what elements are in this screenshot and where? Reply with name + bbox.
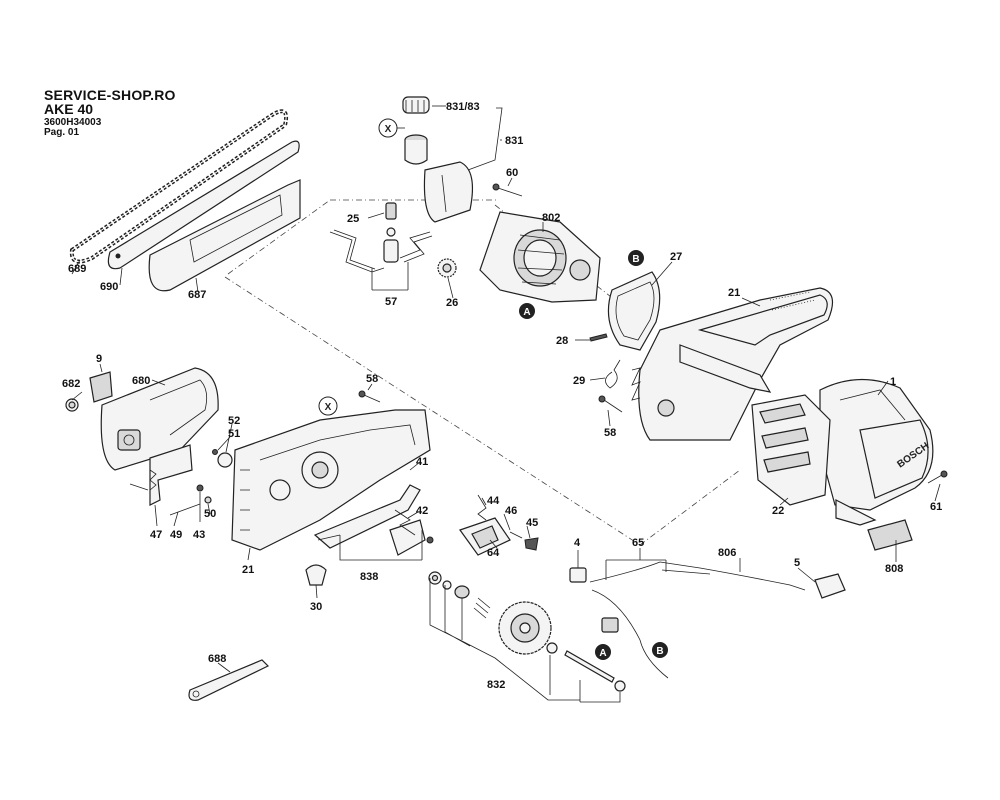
electrical-parts xyxy=(569,561,846,679)
label-21-top: 21 xyxy=(728,287,740,299)
label-57: 57 xyxy=(385,296,397,308)
shop-name: SERVICE-SHOP.RO xyxy=(44,87,176,103)
label-682: 682 xyxy=(62,378,80,390)
leader-lines xyxy=(71,105,941,703)
label-28: 28 xyxy=(556,335,568,347)
label-58-right: 58 xyxy=(604,427,616,439)
label-29: 29 xyxy=(573,375,585,387)
label-65: 65 xyxy=(632,537,644,549)
housing-left-half xyxy=(231,409,431,551)
label-5: 5 xyxy=(794,557,800,569)
label-64: 64 xyxy=(487,547,500,559)
sprocket-cover xyxy=(100,367,219,471)
marker-x-1: X xyxy=(385,124,392,135)
screw-61 xyxy=(927,470,948,484)
label-49: 49 xyxy=(170,529,182,541)
screw-58-right xyxy=(598,395,623,413)
label-22: 22 xyxy=(772,505,784,517)
oil-tank-assembly xyxy=(402,96,473,223)
label-50: 50 xyxy=(204,508,216,520)
marker-a-2: A xyxy=(599,648,606,659)
part-labels: 831/83 831 60 802 25 57 26 27 21 28 29 5… xyxy=(62,101,942,691)
marker-b-2: B xyxy=(656,646,663,657)
label-687: 687 xyxy=(188,289,206,301)
label-21-bottom: 21 xyxy=(242,564,254,576)
label-51: 51 xyxy=(228,428,240,440)
part-9 xyxy=(89,371,113,403)
saw-chain xyxy=(69,109,289,264)
small-gear xyxy=(437,258,457,278)
label-27: 27 xyxy=(670,251,682,263)
page-number: Pag. 01 xyxy=(44,127,80,138)
part-code: 3600H34003 xyxy=(44,117,102,128)
label-690: 690 xyxy=(100,281,118,293)
motor xyxy=(479,211,601,303)
label-832: 832 xyxy=(487,679,505,691)
oil-pump-assembly xyxy=(329,202,433,273)
tensioner-parts xyxy=(129,444,233,516)
label-30: 30 xyxy=(310,601,322,613)
label-831: 831 xyxy=(505,135,523,147)
label-9: 9 xyxy=(96,353,102,365)
clip-30 xyxy=(305,564,327,586)
label-808: 808 xyxy=(885,563,903,575)
label-831-83: 831/83 xyxy=(446,101,480,113)
side-cover xyxy=(751,394,831,506)
label-25: 25 xyxy=(347,213,359,225)
nut-682 xyxy=(65,398,79,412)
label-61: 61 xyxy=(930,501,942,513)
label-689: 689 xyxy=(68,263,86,275)
motor-cover: BOSCH xyxy=(819,378,934,526)
label-41: 41 xyxy=(416,456,428,468)
label-47: 47 xyxy=(150,529,162,541)
bar-cover xyxy=(148,179,301,292)
screw-58-left xyxy=(358,390,381,403)
label-44: 44 xyxy=(487,495,500,507)
rating-label xyxy=(867,519,913,551)
marker-x-2: X xyxy=(325,402,332,413)
brake-lever xyxy=(313,484,434,556)
label-60: 60 xyxy=(506,167,518,179)
diagram-header: SERVICE-SHOP.RO AKE 40 3600H34003 Pag. 0… xyxy=(44,88,176,138)
label-26: 26 xyxy=(446,297,458,309)
label-45: 45 xyxy=(526,517,538,529)
label-4: 4 xyxy=(574,537,581,549)
label-58-left: 58 xyxy=(366,373,378,385)
label-42: 42 xyxy=(416,505,428,517)
screw-60 xyxy=(492,183,523,197)
ref-markers: A B A B X X xyxy=(318,118,668,660)
label-43: 43 xyxy=(193,529,205,541)
main-housing xyxy=(631,287,834,441)
housing-gasket xyxy=(607,271,661,351)
gearbox-parts xyxy=(428,571,626,692)
label-802: 802 xyxy=(542,212,560,224)
label-838: 838 xyxy=(360,571,378,583)
label-1: 1 xyxy=(890,376,896,388)
guide-bar xyxy=(107,140,300,270)
label-688: 688 xyxy=(208,653,226,665)
spring-29 xyxy=(605,359,621,389)
model-name: AKE 40 xyxy=(44,101,94,117)
spring-clip-28 xyxy=(589,333,608,342)
brake-assembly xyxy=(459,494,539,556)
chain-tensioner-tool xyxy=(188,659,270,701)
label-52: 52 xyxy=(228,415,240,427)
marker-a-1: A xyxy=(523,307,530,318)
label-806: 806 xyxy=(718,547,736,559)
label-46: 46 xyxy=(505,505,517,517)
marker-b-1: B xyxy=(632,254,639,265)
label-680: 680 xyxy=(132,375,150,387)
